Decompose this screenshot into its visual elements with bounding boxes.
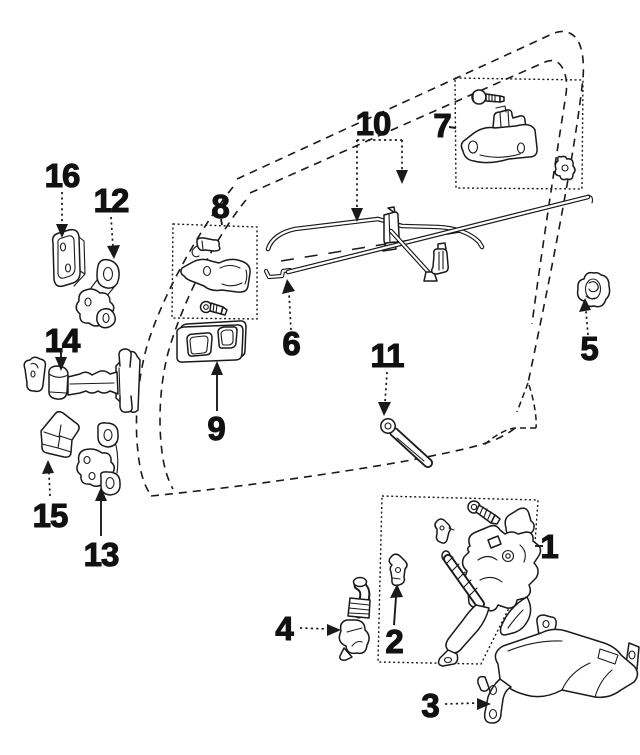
callout-label-9: 9	[207, 410, 225, 447]
callout-label-15: 15	[33, 497, 68, 534]
callout-arrow-10	[356, 139, 403, 209]
callout-arrow-4	[299, 627, 329, 630]
callout-arrows	[42, 126, 591, 710]
callout-tick-7	[448, 126, 457, 129]
part-drawing-9	[176, 320, 247, 363]
part-drawing-4	[338, 576, 371, 661]
callout-arrow-5	[585, 310, 589, 336]
callout-tick-8	[220, 218, 223, 226]
part-drawing-14	[23, 348, 141, 413]
callout-label-7: 7	[433, 107, 450, 144]
part-drawing-2	[388, 553, 408, 587]
callout-label-13: 13	[84, 536, 119, 573]
callout-arrow-2	[393, 596, 397, 626]
part-drawing-13	[76, 422, 121, 496]
part-drawing-16	[51, 228, 86, 288]
callout-labels: 1 2 3 4 5 6 7 8 9 10 11 12 13 14 15 16	[32, 104, 600, 724]
callout-label-5: 5	[580, 330, 598, 367]
part-drawing-10-rod	[265, 206, 485, 252]
callout-label-14: 14	[45, 322, 81, 359]
callout-label-12: 12	[94, 182, 129, 219]
callout-arrow-11	[384, 371, 388, 404]
callout-label-2: 2	[385, 623, 403, 660]
part-drawing-7-handle	[460, 89, 576, 181]
callout-label-10: 10	[356, 105, 391, 142]
group-box-8	[171, 223, 258, 320]
part-drawing-1-latch	[434, 500, 542, 667]
part-drawing-15	[40, 410, 80, 458]
part-drawing-rod-clip	[430, 242, 449, 275]
part-drawing-connecting-rod	[388, 228, 438, 282]
callout-arrow-6	[288, 292, 292, 331]
callout-label-16: 16	[45, 157, 80, 194]
callout-label-1: 1	[540, 528, 558, 565]
part-drawing-11	[380, 418, 433, 468]
callout-label-11: 11	[371, 337, 405, 374]
callout-label-4: 4	[275, 610, 294, 647]
part-drawing-8-handle	[180, 237, 251, 316]
part-drawing-3	[477, 614, 640, 724]
part-drawing-6-rod	[263, 194, 594, 280]
part-drawing-12	[75, 258, 120, 329]
callout-arrow-12	[110, 216, 114, 248]
callout-arrow-15	[48, 472, 51, 497]
part-drawing-5	[576, 271, 611, 308]
callout-label-8: 8	[211, 188, 229, 225]
callout-label-3: 3	[421, 687, 439, 724]
callout-label-6: 6	[282, 325, 300, 362]
group-box-1	[377, 495, 539, 665]
callout-arrow-3	[444, 702, 479, 705]
